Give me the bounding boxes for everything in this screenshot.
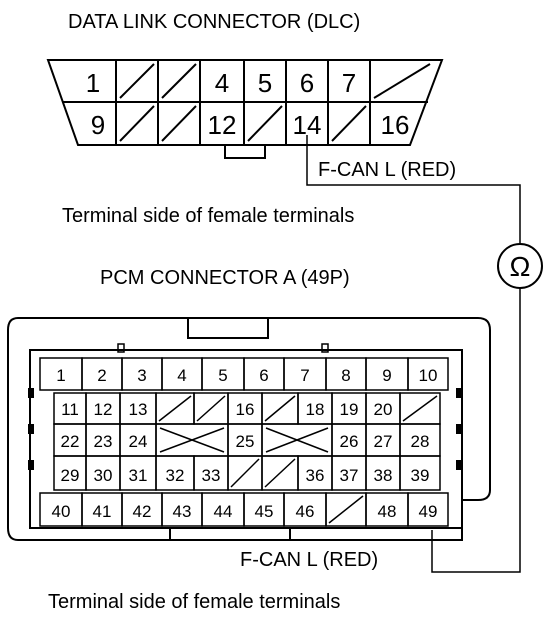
- pcm-terminal: 10: [419, 366, 438, 385]
- pcm-top-tab: [187, 318, 269, 339]
- pcm-title: PCM CONNECTOR A (49P): [100, 267, 350, 289]
- dlc-empty-slot: [161, 105, 197, 142]
- pcm-terminal: 20: [374, 400, 393, 419]
- pcm-empty-slot: [328, 495, 364, 524]
- pcm-terminal: 39: [411, 466, 430, 485]
- pcm-terminal: 8: [341, 366, 350, 385]
- pcm-terminal: 36: [306, 466, 325, 485]
- pcm-rib: [456, 460, 462, 470]
- pcm-terminal: 41: [93, 502, 112, 521]
- pcm-empty-slot: [402, 395, 438, 422]
- pcm-empty-slot: [230, 458, 260, 488]
- pcm-terminal: 49: [419, 502, 438, 521]
- dlc-housing: [46, 59, 444, 146]
- pcm-rib: [456, 388, 462, 398]
- pcm-terminal: 1: [56, 366, 65, 385]
- pcm-terminal: 25: [236, 432, 255, 451]
- pcm-terminal: 44: [214, 502, 233, 521]
- pcm-terminal: 6: [259, 366, 268, 385]
- pcm-empty-slot: [264, 395, 296, 422]
- dlc-empty-slot: [373, 63, 431, 99]
- pcm-terminal: 42: [133, 502, 152, 521]
- pcm-terminal: 22: [61, 432, 80, 451]
- dlc-terminal: 6: [300, 68, 314, 98]
- ohm-symbol: Ω: [510, 251, 531, 282]
- pcm-terminal: 13: [129, 400, 148, 419]
- dlc-empty-slot: [331, 105, 367, 142]
- pcm-probe-wire: [431, 288, 521, 573]
- pcm-terminal: 48: [378, 502, 397, 521]
- pcm-key: [321, 343, 329, 353]
- pcm-terminal: 24: [129, 432, 148, 451]
- dlc-empty-slot: [247, 105, 283, 142]
- ohmmeter-icon: Ω: [497, 243, 543, 289]
- pcm-bottom-tab: [169, 528, 291, 541]
- pcm-terminal: 23: [94, 432, 113, 451]
- pcm-terminal: 26: [340, 432, 359, 451]
- dlc-terminal: 1: [86, 68, 100, 98]
- dlc-empty-slot: [119, 63, 155, 99]
- pcm-terminal: 27: [374, 432, 393, 451]
- pcm-terminal: 16: [236, 400, 255, 419]
- pcm-empty-slot: [264, 458, 296, 488]
- dlc-probe-wire: [306, 135, 521, 243]
- pcm-terminal: 43: [173, 502, 192, 521]
- pcm-terminal: 45: [255, 502, 274, 521]
- pcm-cell: [399, 455, 441, 491]
- dlc-wire-label: F-CAN L (RED): [318, 159, 456, 181]
- pcm-terminal: 30: [94, 466, 113, 485]
- pcm-terminal: 38: [374, 466, 393, 485]
- dlc-empty-slot: [119, 105, 155, 142]
- pcm-rib: [28, 388, 34, 398]
- pcm-terminal: 33: [202, 466, 221, 485]
- pcm-terminal: 29: [61, 466, 80, 485]
- pcm-terminal: 9: [382, 366, 391, 385]
- dlc-caption: Terminal side of female terminals: [62, 205, 354, 227]
- pcm-terminal: 7: [300, 366, 309, 385]
- pcm-empty-slot: [158, 395, 192, 422]
- dlc-empty-slot: [161, 63, 197, 99]
- pcm-terminal: 3: [137, 366, 146, 385]
- pcm-terminal: 40: [52, 502, 71, 521]
- pcm-terminal: 31: [129, 466, 148, 485]
- dlc-terminal: 4: [215, 68, 229, 98]
- dlc-latch: [224, 145, 266, 159]
- pcm-empty-slot: [196, 395, 226, 422]
- pcm-terminal: 5: [218, 366, 227, 385]
- pcm-terminal: 18: [306, 400, 325, 419]
- pcm-terminal: 46: [296, 502, 315, 521]
- pcm-rib: [28, 460, 34, 470]
- dlc-terminal: 16: [381, 110, 410, 140]
- pcm-key: [117, 343, 125, 353]
- dlc-terminal: 9: [91, 110, 105, 140]
- pcm-terminal: 28: [411, 432, 430, 451]
- pcm-terminal: 12: [94, 400, 113, 419]
- pcm-terminal: 2: [97, 366, 106, 385]
- pcm-terminal: 19: [340, 400, 359, 419]
- dlc-terminal: 5: [258, 68, 272, 98]
- pcm-cell: [407, 357, 449, 391]
- pcm-terminal: 37: [340, 466, 359, 485]
- pcm-terminal: 11: [61, 400, 79, 419]
- dlc-terminal: 7: [342, 68, 356, 98]
- pcm-rib: [28, 424, 34, 434]
- pcm-terminal: 4: [177, 366, 186, 385]
- pcm-rib: [456, 424, 462, 434]
- dlc-title: DATA LINK CONNECTOR (DLC): [68, 11, 360, 33]
- pcm-cell: [407, 492, 449, 527]
- pcm-caption: Terminal side of female terminals: [48, 591, 340, 613]
- pcm-terminal: 32: [166, 466, 185, 485]
- dlc-terminal: 12: [208, 110, 237, 140]
- pcm-wire-label: F-CAN L (RED): [240, 549, 378, 571]
